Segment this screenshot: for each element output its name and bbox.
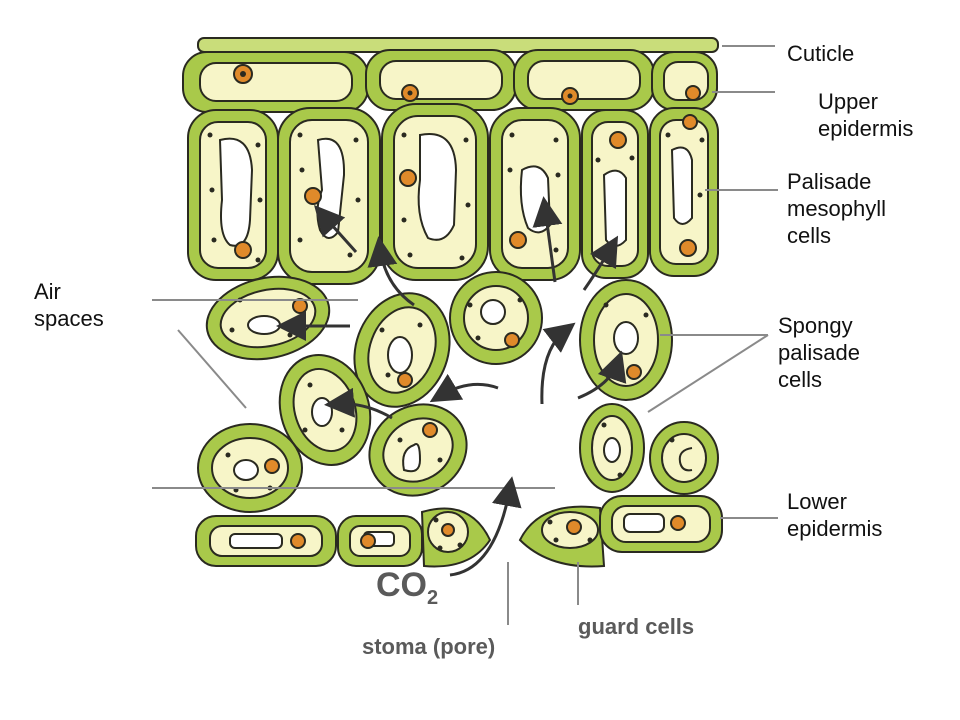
arrow-to-middle-spongy — [429, 373, 499, 403]
palisade-mesophyll-cells — [187, 103, 719, 285]
label-co2: CO2 — [376, 566, 438, 610]
label-upper-epidermis: Upper epidermis — [818, 89, 914, 141]
label-spongy-palisade: Spongy palisade cells — [778, 313, 860, 392]
label-co2-text: CO — [376, 566, 427, 604]
arrow-to-palisade-2 — [314, 205, 358, 254]
arrow-to-lower-spongy — [324, 387, 393, 420]
label-stoma: stoma (pore) — [362, 634, 496, 659]
arrow-to-palisade-5 — [582, 235, 619, 291]
label-cuticle: Cuticle — [787, 41, 855, 66]
label-air-spaces: Air spaces — [34, 279, 104, 331]
co2-entry-arrow — [449, 476, 522, 577]
arrow-to-palisade-2-base — [367, 236, 415, 307]
label-co2-subscript: 2 — [427, 586, 439, 609]
label-lower-epidermis: Lower epidermis — [787, 489, 883, 541]
upper-epidermis-cells — [182, 49, 718, 113]
spongy-leader-line-2 — [647, 334, 769, 413]
lower-epidermis-cells — [195, 495, 723, 568]
leader-lines — [152, 45, 778, 625]
co2-diffusion-arrows — [276, 196, 627, 577]
air-spaces-leader-line-2 — [177, 329, 247, 409]
spongy-mesophyll-cells — [197, 271, 719, 513]
arrow-to-right-spongy — [577, 350, 627, 400]
arrow-to-spongy-center — [540, 322, 576, 405]
label-guard-cells: guard cells — [578, 614, 695, 639]
arrow-to-palisade-4 — [532, 196, 563, 283]
label-palisade-mesophyll: Palisade mesophyll cells — [787, 169, 887, 248]
